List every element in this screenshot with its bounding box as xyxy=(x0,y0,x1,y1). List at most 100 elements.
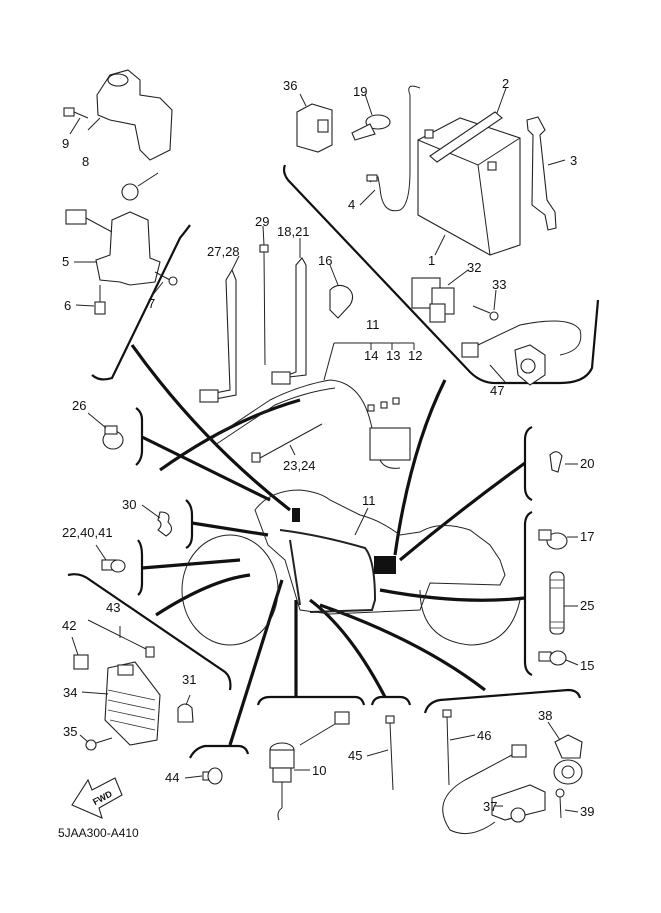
front-wheel xyxy=(181,534,279,646)
part-cable-tie-46 xyxy=(442,709,452,786)
part-band-18-21 xyxy=(271,257,307,385)
part-clamp-22-40-41 xyxy=(101,559,126,573)
harness-line xyxy=(191,521,269,537)
harness-line xyxy=(159,398,301,472)
part-sensor-37 xyxy=(442,744,546,835)
callout-labels: 1 2 3 4 5 6 7 8 9 10 11 12 13 14 15 16 1… xyxy=(62,76,594,819)
part-cable-tie-29 xyxy=(259,244,269,366)
part-bolt-35 xyxy=(85,737,113,751)
part-cover-38 xyxy=(553,734,583,785)
part-battery-band xyxy=(429,111,503,163)
harness-line xyxy=(398,461,526,562)
harness-leader-lines xyxy=(130,344,526,746)
part-clip-20 xyxy=(549,451,563,473)
callout-44: 44 xyxy=(165,770,179,785)
callout-25: 25 xyxy=(580,598,594,613)
callout-leaders xyxy=(69,87,579,813)
callout-3: 3 xyxy=(570,153,577,168)
group-bracket-22 xyxy=(137,539,144,596)
part-sensor-47 xyxy=(461,320,582,386)
callout-33: 33 xyxy=(492,277,506,292)
part-main-switch xyxy=(65,172,161,286)
group-border-44 xyxy=(189,744,250,759)
callout-23-24: 23,24 xyxy=(283,458,316,473)
harness-relay-box xyxy=(374,556,396,574)
callout-39: 39 xyxy=(580,804,594,819)
harness-line xyxy=(309,598,387,698)
callout-22-40-41: 22,40,41 xyxy=(62,525,113,540)
harness-connector xyxy=(292,508,300,522)
rear-wheel xyxy=(419,589,521,646)
callout-34: 34 xyxy=(63,685,77,700)
harness-line xyxy=(393,379,447,556)
callout-8: 8 xyxy=(82,154,89,169)
group-border-45 xyxy=(370,695,412,706)
part-screw-39 xyxy=(555,788,565,819)
callout-32: 32 xyxy=(467,260,481,275)
callout-13: 13 xyxy=(386,348,400,363)
callout-11-harness: 11 xyxy=(362,493,376,508)
group-border-bottom-left xyxy=(67,573,232,691)
callout-20: 20 xyxy=(580,456,594,471)
part-cable-tie-45 xyxy=(385,715,395,791)
part-clamp-30 xyxy=(157,511,173,537)
part-clamp-17 xyxy=(538,529,568,550)
harness-line xyxy=(228,579,284,746)
group-border-46-37 xyxy=(423,688,582,714)
harness-line xyxy=(141,558,241,570)
callout-12: 12 xyxy=(408,348,422,363)
callout-5: 5 xyxy=(62,254,69,269)
part-main-switch-bracket xyxy=(96,69,173,161)
part-bolt-6 xyxy=(94,285,106,315)
motorcycle-frame xyxy=(181,489,521,646)
group-border-10 xyxy=(256,695,366,706)
harness-front-run xyxy=(289,539,301,606)
harness-line xyxy=(130,344,291,512)
callout-27-28: 27,28 xyxy=(207,244,240,259)
callout-29: 29 xyxy=(255,214,269,229)
part-bolt-33 xyxy=(472,305,499,321)
callout-26: 26 xyxy=(72,398,86,413)
part-starter-relay-32 xyxy=(411,277,455,323)
callout-14: 14 xyxy=(364,348,378,363)
callout-10: 10 xyxy=(312,763,326,778)
part-clamp-44 xyxy=(202,767,223,785)
harness-main-run xyxy=(279,529,377,613)
callout-17: 17 xyxy=(580,529,594,544)
callout-35: 35 xyxy=(63,724,77,739)
callout-1: 1 xyxy=(428,253,435,268)
part-spacer-25 xyxy=(549,571,565,635)
callout-9: 9 xyxy=(62,136,69,151)
harness-line xyxy=(155,573,251,617)
callout-4: 4 xyxy=(348,197,355,212)
callout-15: 15 xyxy=(580,658,594,673)
callout-18-21: 18,21 xyxy=(277,224,310,239)
part-bolt-9 xyxy=(63,107,89,119)
group-border-top-left xyxy=(91,224,191,381)
callout-2: 2 xyxy=(502,76,509,91)
callout-38: 38 xyxy=(538,708,552,723)
callout-30: 30 xyxy=(122,497,136,512)
part-cable-tie-43 xyxy=(87,619,155,658)
callout-37: 37 xyxy=(483,799,497,814)
callout-19: 19 xyxy=(353,84,367,99)
fwd-arrow-icon: FWD xyxy=(71,777,123,819)
part-screw-7 xyxy=(154,271,178,286)
group-bracket-26 xyxy=(135,407,144,466)
frame-outline xyxy=(254,489,506,615)
callout-46: 46 xyxy=(477,728,491,743)
group-bracket-20 xyxy=(523,425,533,502)
part-wire-harness-11 xyxy=(209,342,415,469)
group-border-battery xyxy=(282,164,600,385)
harness-line xyxy=(319,603,486,692)
callout-6: 6 xyxy=(64,298,71,313)
part-band-27-28 xyxy=(199,268,237,403)
callout-16: 16 xyxy=(318,253,332,268)
group-bracket-17-25-15 xyxy=(523,510,533,677)
part-clamp-31 xyxy=(177,703,194,723)
part-clip-19 xyxy=(351,114,391,141)
callout-11-top: 11 xyxy=(366,317,380,332)
part-clamp-26 xyxy=(102,425,124,450)
drawing-code: 5JAA300-A410 xyxy=(58,826,139,840)
